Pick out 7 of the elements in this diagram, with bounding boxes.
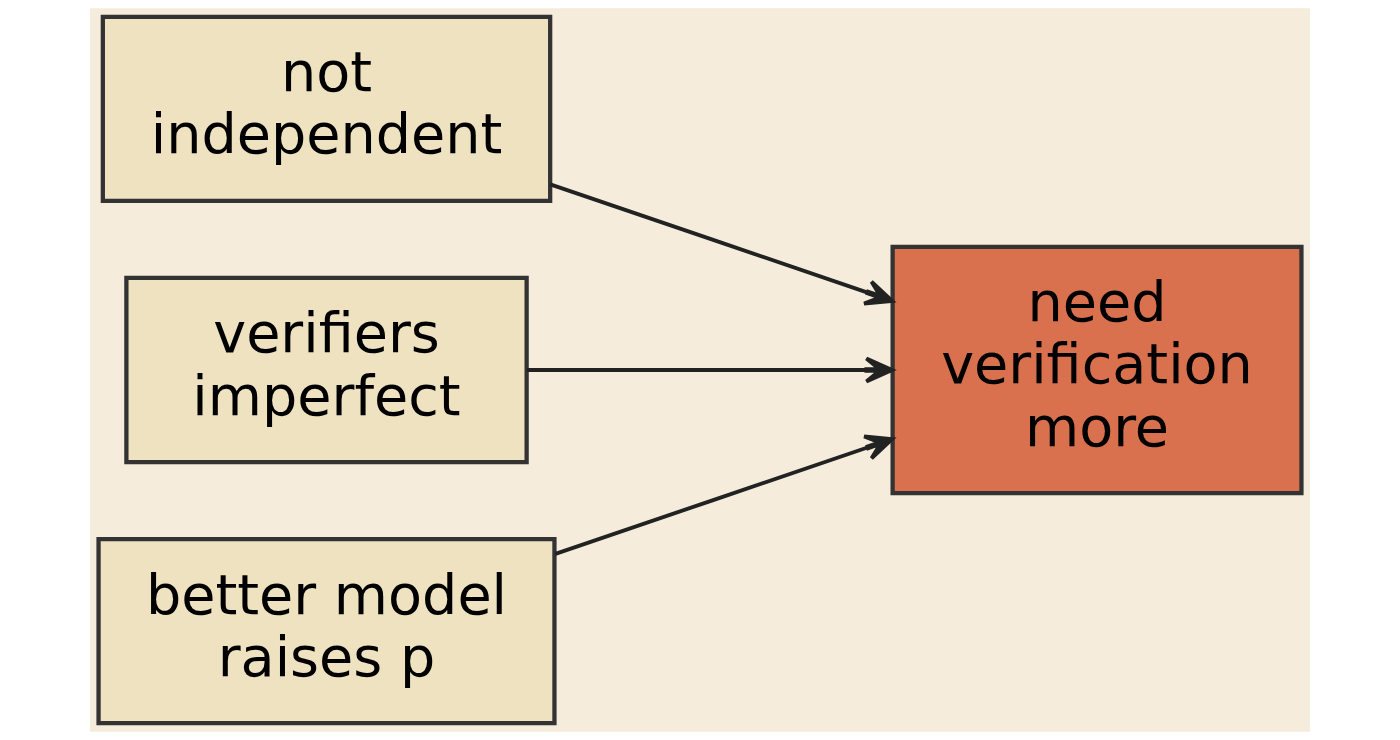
node-box: verifiers imperfect [124, 275, 529, 465]
arrow [549, 182, 895, 306]
arrow [526, 356, 894, 384]
node-box: better model raises p [96, 536, 557, 726]
arrow [554, 434, 895, 556]
node-box: not independent [100, 14, 553, 204]
node-box: need verification more [890, 244, 1304, 496]
